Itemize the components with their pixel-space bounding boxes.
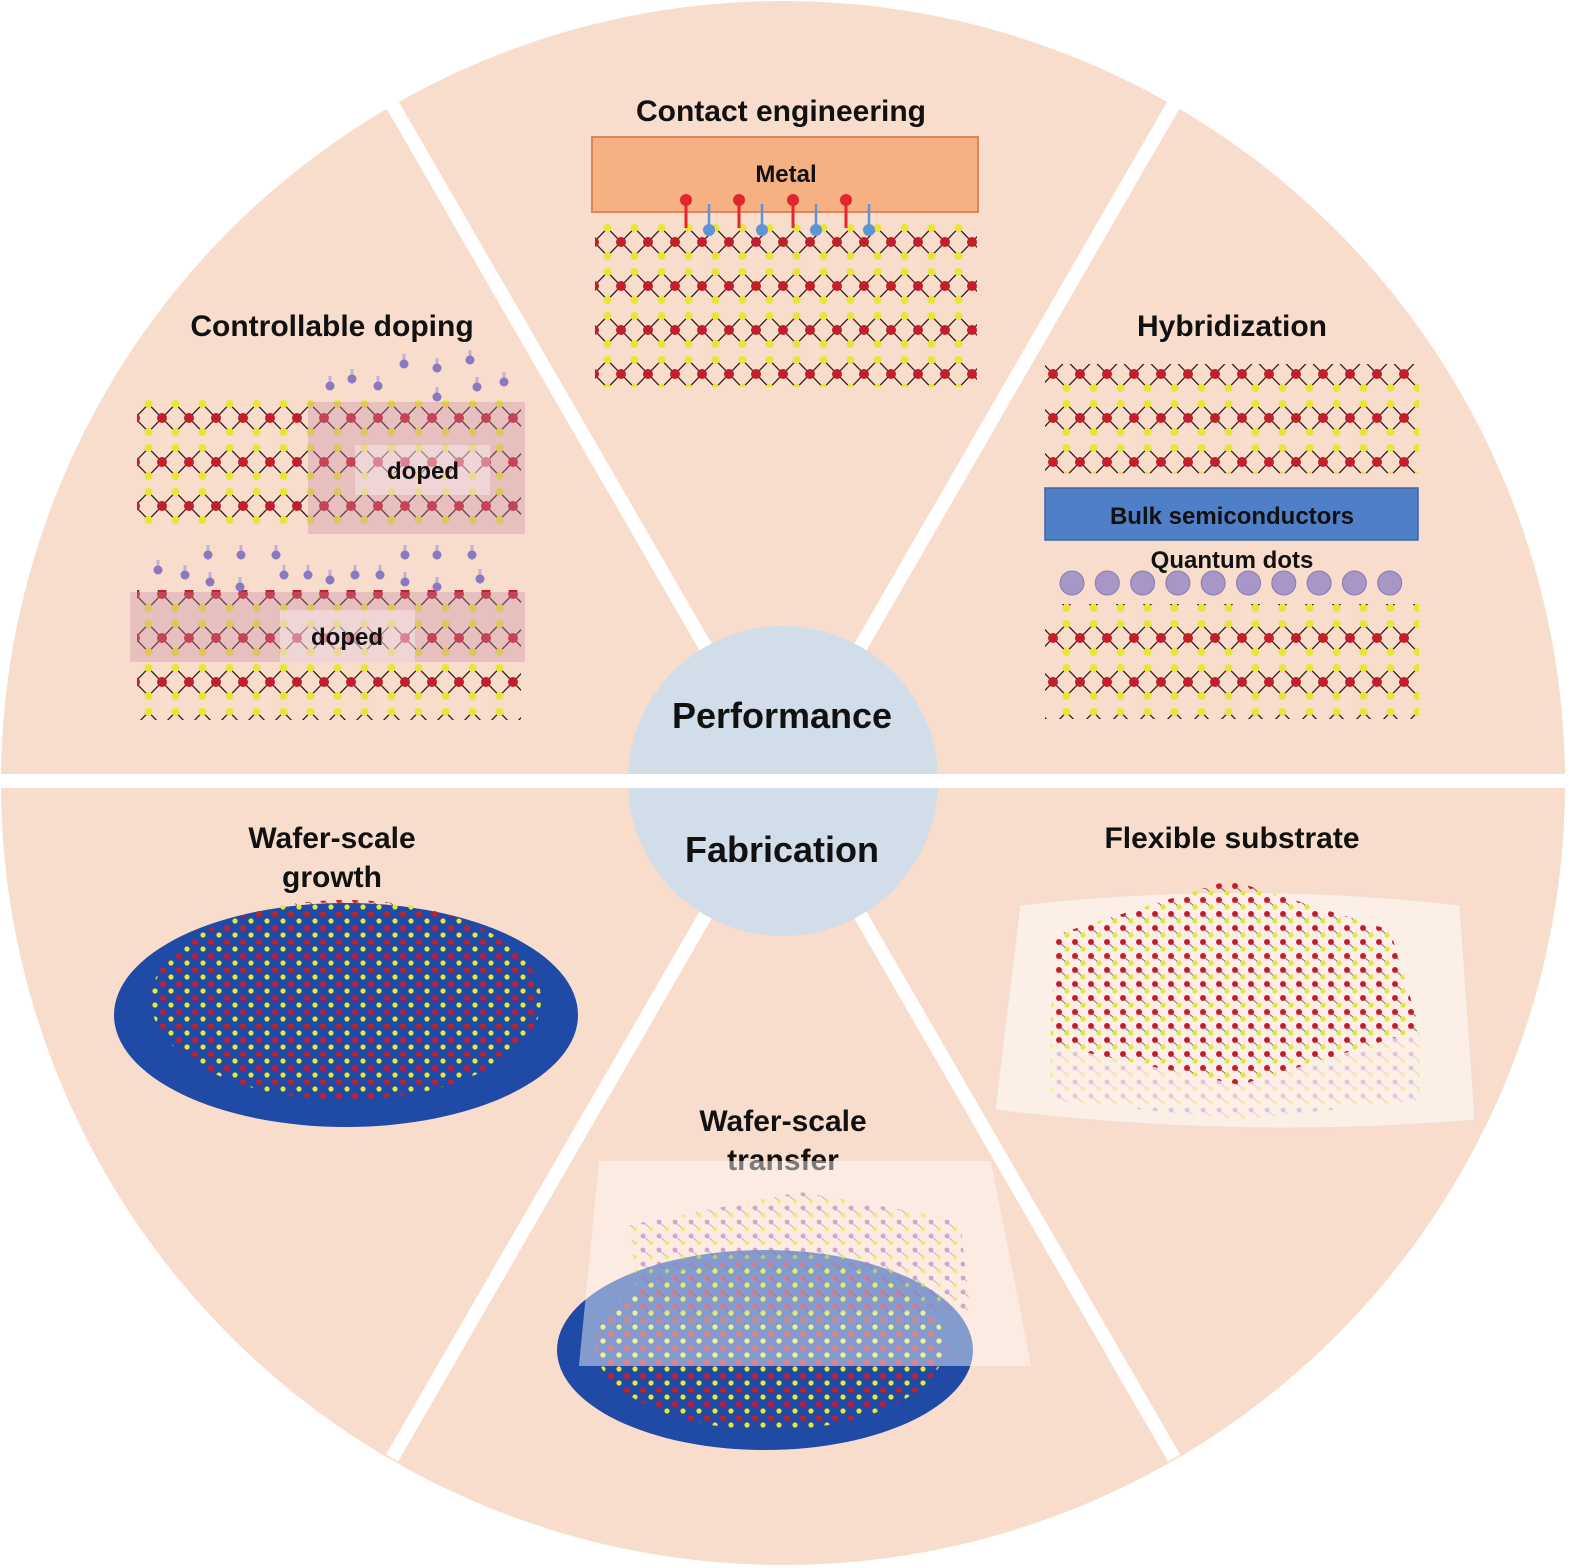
dopant-atom <box>400 577 410 587</box>
quantum-dot <box>1200 570 1226 596</box>
dopant-atom <box>203 550 213 560</box>
dopant-atom <box>303 570 313 580</box>
doped-region <box>308 402 525 534</box>
dopant-atom <box>235 582 245 592</box>
sector-contact-engineering: Contact engineering Metal <box>591 95 979 387</box>
electron-icon <box>787 194 799 206</box>
dopant-atom <box>325 575 335 585</box>
tmd-film <box>1050 880 1420 1085</box>
flexible-title: Flexible substrate <box>1104 822 1359 855</box>
metal-layer <box>591 136 979 213</box>
dopant-atom <box>205 577 215 587</box>
qd-label: Quantum dots <box>1151 547 1314 574</box>
film-reflection <box>1050 1030 1420 1120</box>
dopant-atom <box>153 565 163 575</box>
dopant-atom <box>325 381 335 391</box>
tmd-lattice <box>595 222 977 387</box>
tmd-lattice <box>137 400 521 530</box>
dopant-atom <box>350 570 360 580</box>
dopant-atom <box>399 359 409 369</box>
dopant-atom <box>400 550 410 560</box>
transfer-title-line2: transfer <box>727 1144 839 1177</box>
sector-hybridization: Hybridization Bulk semiconductors Quantu… <box>1044 310 1419 719</box>
dopant-atom <box>432 363 442 373</box>
electron-icon <box>680 194 692 206</box>
tmd-lattice <box>1045 364 1419 474</box>
sector-flexible-substrate: Flexible substrate <box>994 822 1476 1129</box>
electron-icon <box>840 194 852 206</box>
doped-region <box>130 592 525 662</box>
dopant-atom <box>271 550 281 560</box>
dopant-atom <box>465 355 475 365</box>
transferred-film <box>630 1192 970 1320</box>
hub-performance[interactable]: Performance <box>672 695 892 736</box>
dopant-atom <box>432 582 442 592</box>
doped-label-box <box>355 445 490 495</box>
dopant-atom <box>432 392 442 402</box>
dopant-atom <box>236 550 246 560</box>
sector-wafer-scale-growth: Wafer-scale growth <box>114 822 578 1127</box>
dopant-molecules <box>153 350 509 592</box>
charge-carriers <box>680 194 875 236</box>
doped-label-box <box>280 610 415 662</box>
dopant-atom <box>432 550 442 560</box>
doping-title: Controllable doping <box>190 310 473 343</box>
dopant-atom <box>467 550 477 560</box>
dopant-atom <box>375 570 385 580</box>
quantum-dot <box>1341 570 1367 596</box>
bulk-label: Bulk semiconductors <box>1110 503 1354 530</box>
bulk-semiconductor-layer <box>1044 487 1419 541</box>
quantum-dot <box>1130 570 1156 596</box>
growth-title-line1: Wafer-scale <box>248 822 415 855</box>
tmd-lattice <box>1045 604 1419 719</box>
sector-wafer-scale-transfer: Wafer-scale transfer <box>557 1105 1032 1450</box>
doped-label: doped <box>387 458 459 485</box>
hole-icon <box>756 224 768 236</box>
hub: Performance Fabrication <box>628 626 938 936</box>
sector-controllable-doping: Controllable doping doped doped <box>130 310 525 720</box>
dopant-atom <box>499 377 509 387</box>
hole-icon <box>810 224 822 236</box>
quantum-dot <box>1094 570 1120 596</box>
hole-icon <box>863 224 875 236</box>
dopant-atom <box>279 570 289 580</box>
quantum-dots <box>1059 570 1403 596</box>
metal-label: Metal <box>755 161 816 188</box>
growth-title-line2: growth <box>282 861 382 894</box>
dopant-atom <box>347 374 357 384</box>
hybrid-title: Hybridization <box>1137 310 1327 343</box>
quantum-dot <box>1236 570 1261 596</box>
dopant-atom <box>472 382 482 392</box>
contact-title: Contact engineering <box>636 95 926 128</box>
doped-label: doped <box>311 624 383 651</box>
hole-icon <box>703 224 715 236</box>
dopant-atom <box>475 574 485 584</box>
tmd-lattice <box>137 590 521 720</box>
quantum-dot <box>1059 570 1085 596</box>
electron-icon <box>733 194 745 206</box>
quantum-dot <box>1377 570 1403 596</box>
transfer-title-line1: Wafer-scale <box>699 1105 866 1138</box>
quantum-dot <box>1271 570 1297 596</box>
hub-fabrication[interactable]: Fabrication <box>685 829 879 870</box>
tmd-film <box>151 900 541 1100</box>
quantum-dot <box>1306 570 1332 596</box>
quantum-dot <box>1165 570 1191 596</box>
dopant-atom <box>180 570 190 580</box>
dopant-atom <box>373 381 383 391</box>
